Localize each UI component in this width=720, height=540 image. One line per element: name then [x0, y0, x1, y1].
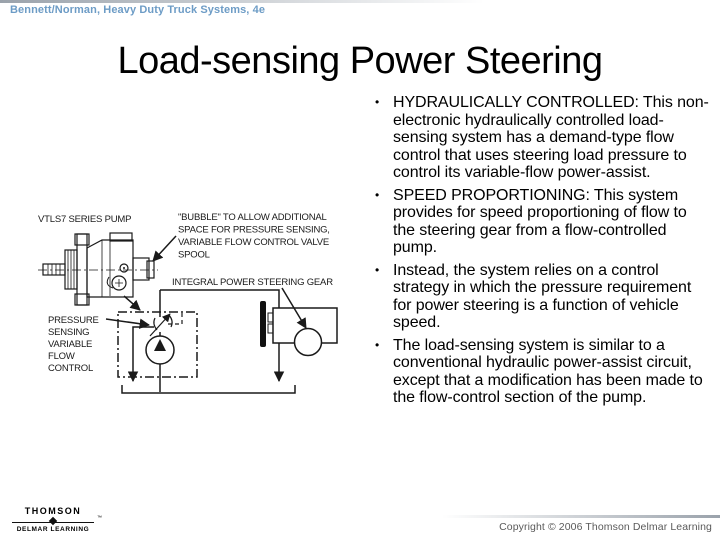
- bubble-label-line: "BUBBLE" TO ALLOW ADDITIONAL: [178, 212, 327, 223]
- pump-snout: [132, 257, 150, 281]
- pressure-label-line: SENSING: [48, 327, 89, 338]
- logo-trademark: ™: [97, 515, 102, 521]
- slide-title: Load-sensing Power Steering: [117, 40, 603, 82]
- bubble-callout-arrow: [152, 235, 177, 262]
- bubble-label-line: SPOOL: [178, 250, 210, 261]
- pump-to-schematic-arrow: [123, 295, 141, 311]
- pump-small-port: [119, 263, 129, 273]
- bullet-text: The load-sensing system is similar to a …: [393, 336, 703, 407]
- gear-label: INTEGRAL POWER STEERING GEAR: [172, 277, 333, 288]
- bullet-list: • HYDRAULICALLY CONTROLLED: This non-ele…: [372, 94, 712, 412]
- top-gradient-bar: [0, 0, 484, 3]
- pump-top-boss: [109, 232, 133, 242]
- bullet-text: Instead, the system relies on a control …: [393, 261, 692, 332]
- pressure-label-line: VARIABLE: [48, 339, 92, 350]
- bullet-marker: •: [375, 187, 380, 202]
- steering-gear-circle: [293, 327, 323, 357]
- bullet-marker: •: [375, 95, 380, 109]
- flow-control-box: [117, 311, 198, 378]
- logo-rule: ™: [12, 515, 102, 526]
- pressure-label-line: CONTROL: [48, 363, 93, 374]
- reservoir-symbol: [121, 385, 296, 394]
- logo-diamond-icon: [48, 516, 58, 526]
- pilot-line: [168, 313, 183, 325]
- valve-arrow: [149, 313, 171, 337]
- copyright-notice: Copyright © 2006 Thomson Delmar Learning: [499, 521, 712, 533]
- bullet-text: SPEED PROPORTIONING: This system provide…: [393, 186, 687, 257]
- bottom-gradient-bar: [442, 515, 720, 518]
- pressure-label-line: PRESSURE: [48, 315, 99, 326]
- pressure-line: [160, 289, 280, 308]
- pressure-label-line: FLOW: [48, 351, 75, 362]
- bullet-marker: •: [375, 262, 380, 277]
- logo-sub-text: DELMAR LEARNING: [16, 526, 90, 533]
- hydraulic-diagram: VTLS7 SERIES PUMP "BUBBLE" TO ALLOW ADDI…: [38, 212, 338, 394]
- book-header: Bennett/Norman, Heavy Duty Truck Systems…: [10, 4, 266, 16]
- bubble-label-line: SPACE FOR PRESSURE SENSING,: [178, 225, 330, 236]
- pump-snout-cap: [146, 260, 155, 279]
- pressure-callout-arrow: [105, 318, 151, 329]
- bullet-item: • The load-sensing system is similar to …: [372, 337, 712, 407]
- pump-symbol-triangle: [154, 339, 166, 351]
- logo-brand-text: THOMSON: [24, 506, 82, 516]
- bullet-item: • HYDRAULICALLY CONTROLLED: This non-ele…: [372, 94, 712, 182]
- bullet-text: HYDRAULICALLY CONTROLLED: This non-elect…: [393, 94, 709, 181]
- steering-column-bar: [260, 301, 266, 347]
- pump-shaft: [42, 263, 66, 276]
- bubble-label-line: VARIABLE FLOW CONTROL VALVE: [178, 237, 329, 248]
- bullet-marker: •: [375, 337, 380, 352]
- pump-label: VTLS7 SERIES PUMP: [38, 214, 131, 225]
- gear-callout-arrow: [281, 287, 307, 329]
- bullet-item: • Instead, the system relies on a contro…: [372, 262, 712, 332]
- pump-illustration: [38, 232, 158, 306]
- bullet-item: • SPEED PROPORTIONING: This system provi…: [372, 187, 712, 257]
- publisher-logo: THOMSON ™ DELMAR LEARNING: [12, 506, 102, 533]
- pump-large-port: [111, 275, 127, 291]
